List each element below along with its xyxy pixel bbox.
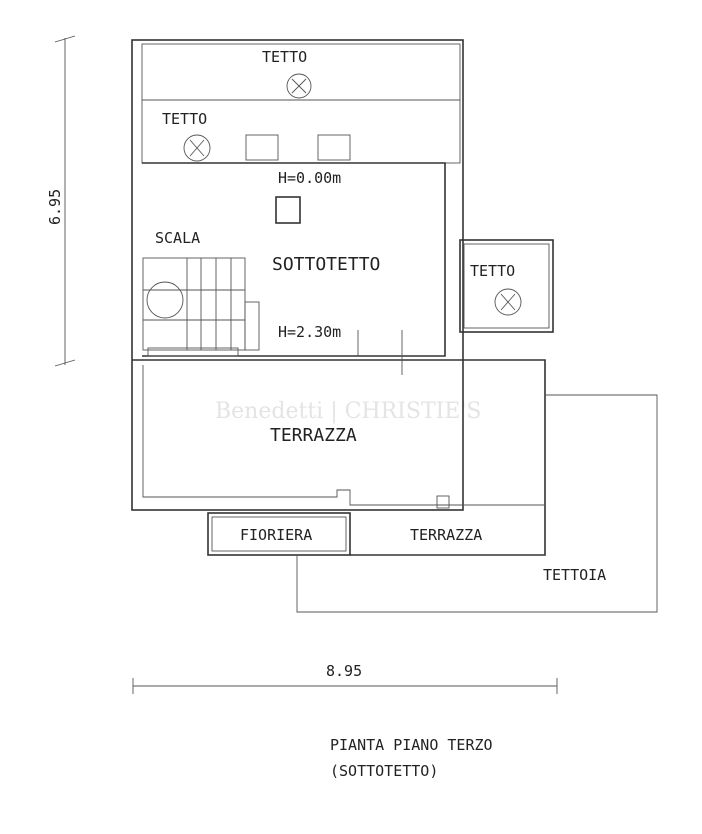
- roof-vents: [183, 73, 522, 316]
- plan-subtitle: (SOTTOTETTO): [330, 762, 438, 780]
- room-label-fioriera: FIORIERA: [240, 526, 312, 544]
- room-label-sottotetto: SOTTOTETTO: [272, 254, 380, 275]
- height-label-high: H=2.30m: [278, 323, 341, 341]
- dimension-lines: [54, 35, 558, 694]
- room-label-scala: SCALA: [155, 229, 200, 247]
- room-label-terrazza-lower: TERRAZZA: [410, 526, 482, 544]
- room-label-tettoia: TETTOIA: [543, 566, 606, 584]
- dimension-height: 6.95: [46, 189, 64, 225]
- watermark-logo: Benedetti | CHRISTIE'S: [215, 399, 481, 424]
- dimension-width: 8.95: [326, 662, 362, 680]
- height-label-low: H=0.00m: [278, 169, 341, 187]
- plan-title: PIANTA PIANO TERZO: [330, 736, 493, 754]
- walls: [131, 39, 658, 613]
- room-label-tetto-right: TETTO: [470, 262, 515, 280]
- staircase: [142, 257, 260, 357]
- room-label-tetto-second: TETTO: [162, 110, 207, 128]
- room-label-tetto-top: TETTO: [262, 48, 307, 66]
- room-label-terrazza-main: TERRAZZA: [270, 425, 357, 446]
